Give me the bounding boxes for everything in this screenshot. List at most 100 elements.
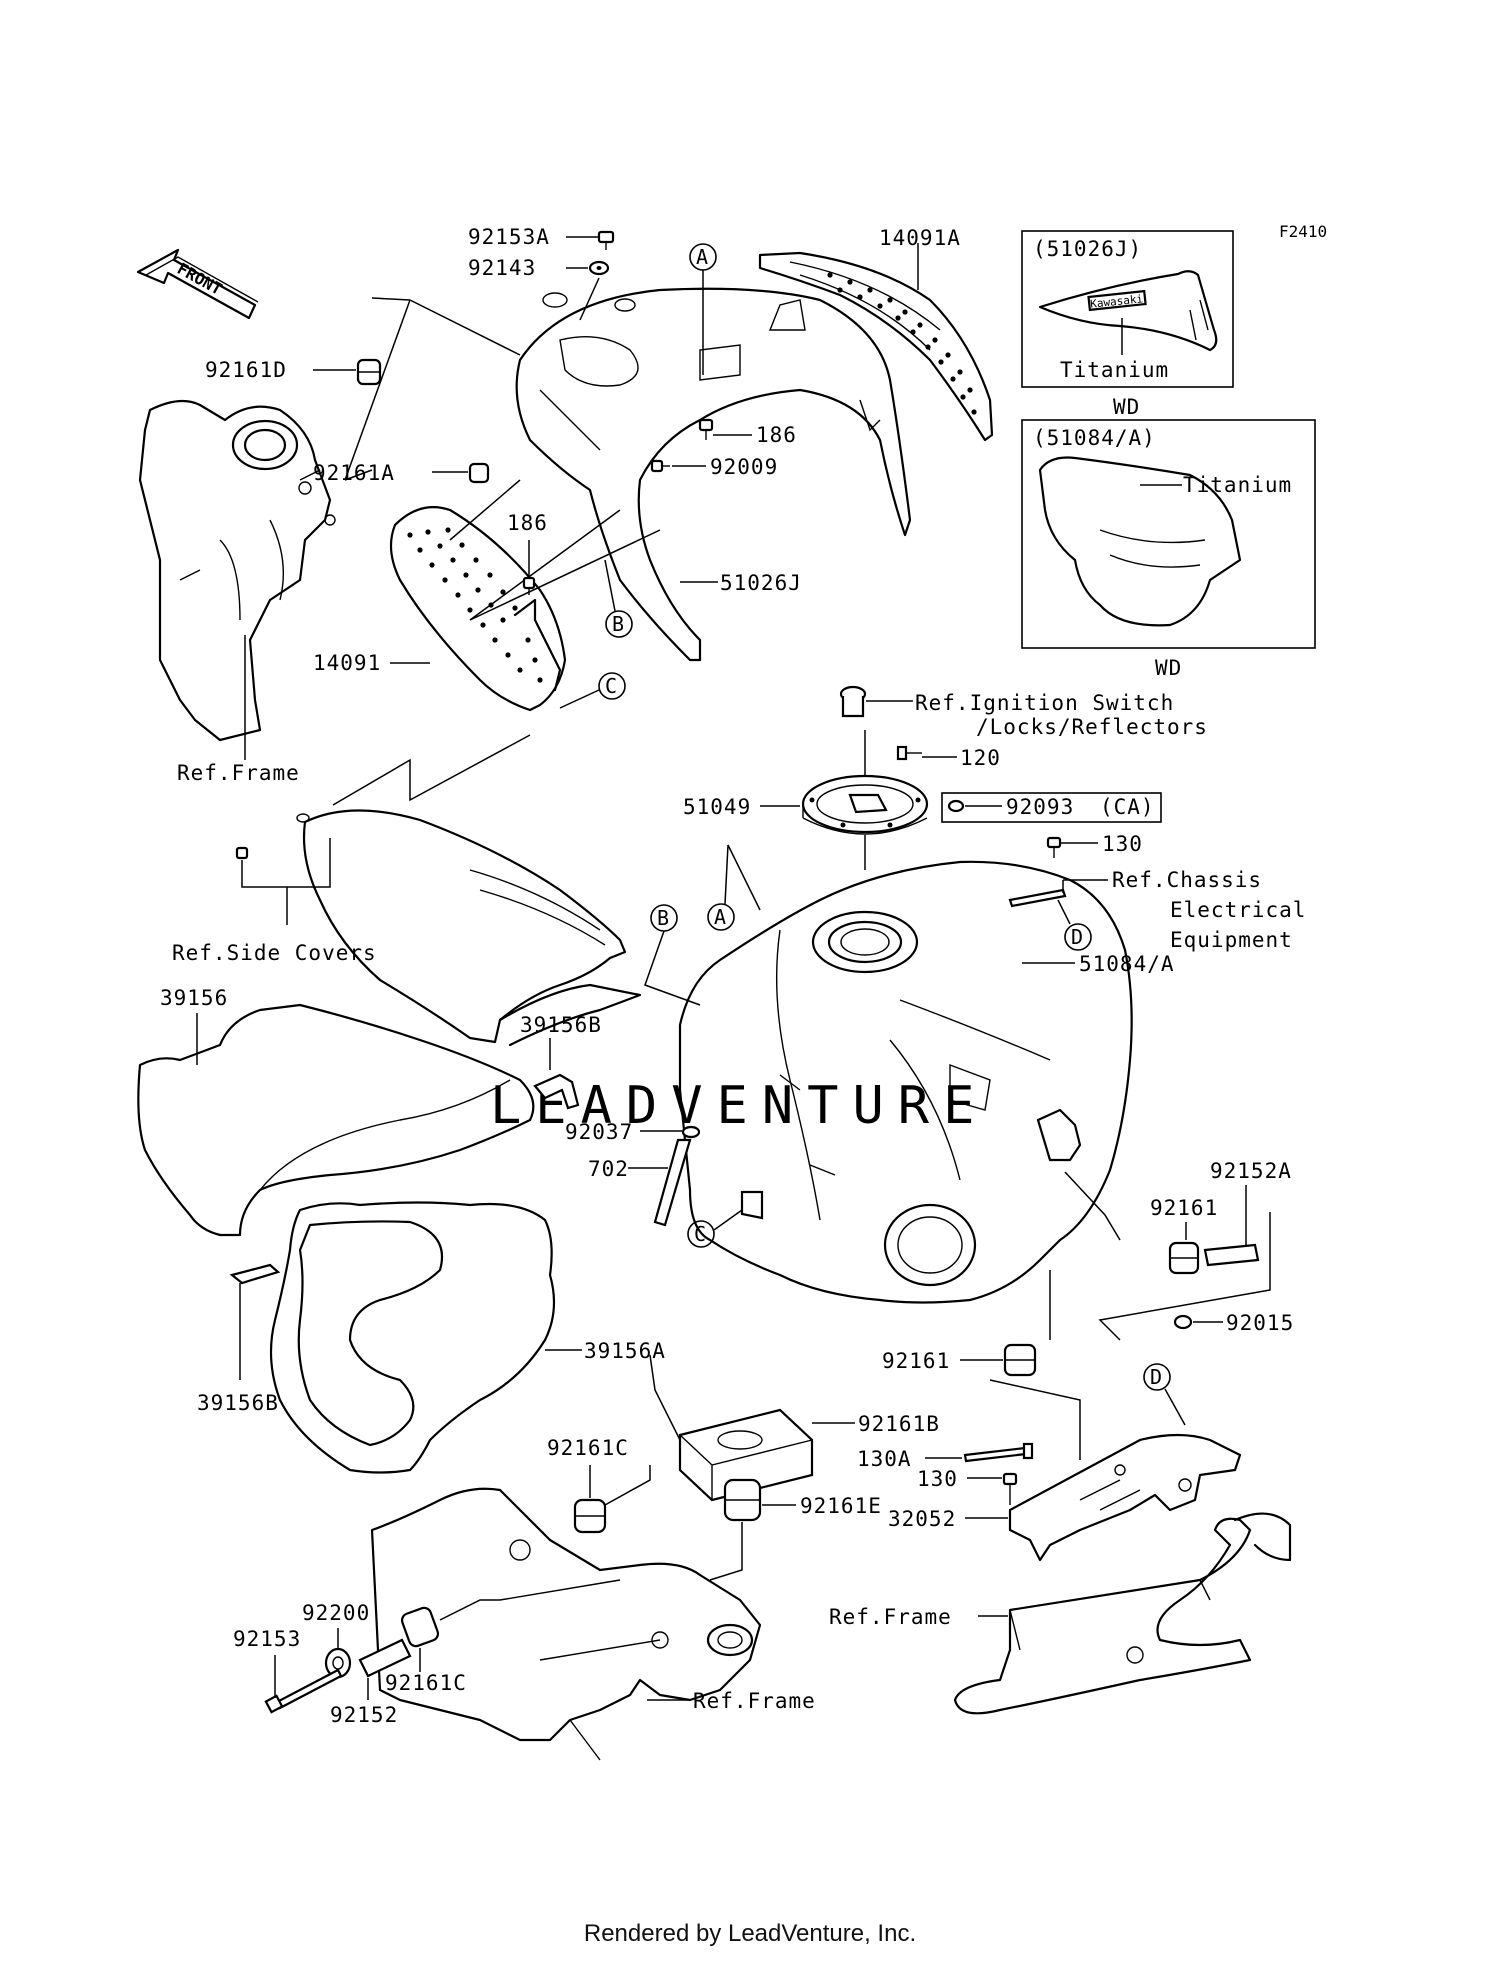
inset-51026J-model: WD bbox=[1113, 395, 1140, 419]
part-186-upper: 186 bbox=[756, 423, 797, 447]
part-92143: 92143 bbox=[468, 256, 536, 280]
hose-702 bbox=[653, 1138, 692, 1227]
grille-14091 bbox=[389, 506, 567, 712]
screw-92009-icon bbox=[650, 459, 670, 473]
part-92153A: 92153A bbox=[468, 225, 550, 249]
part-92152: 92152 bbox=[330, 1703, 398, 1727]
fuel-tank-51084A bbox=[678, 860, 1133, 1304]
screw-186-upper-icon bbox=[698, 418, 714, 440]
callout-b-tank: B bbox=[644, 904, 701, 1006]
screw-186-lower-icon bbox=[522, 576, 536, 595]
callout-c-tank: C bbox=[687, 1190, 764, 1248]
part-92037: 92037 bbox=[565, 1120, 633, 1144]
callout-a-tank-label: A bbox=[714, 905, 726, 929]
part-130-top: 130 bbox=[1102, 832, 1143, 856]
callout-c-top: C bbox=[559, 672, 626, 709]
front-arrow-icon: FRONT bbox=[136, 248, 259, 320]
heat-shield-39156 bbox=[137, 1003, 535, 1237]
part-51084A: 51084/A bbox=[1079, 952, 1175, 976]
part-130A: 130A bbox=[857, 1447, 912, 1471]
grommet-92161-right-icon bbox=[1168, 1241, 1200, 1275]
part-130-lower: 130 bbox=[917, 1467, 958, 1491]
callout-a-tank: A bbox=[707, 844, 761, 931]
part-92152A: 92152A bbox=[1210, 1159, 1292, 1183]
part-39156A: 39156A bbox=[584, 1339, 666, 1363]
grommet-92161C-bottom-icon bbox=[400, 1606, 440, 1648]
inset-51084A-model: WD bbox=[1155, 656, 1182, 680]
ref-ignition-line1: Ref.Ignition Switch bbox=[915, 691, 1174, 715]
part-92161C-top: 92161C bbox=[547, 1436, 629, 1460]
callout-b-top: B bbox=[604, 559, 633, 638]
bracket-32052 bbox=[1008, 1433, 1242, 1562]
grille-14091A bbox=[758, 251, 994, 442]
part-92200: 92200 bbox=[302, 1601, 370, 1625]
fuel-cap-51049 bbox=[801, 774, 929, 835]
collar-92152A bbox=[1203, 1243, 1260, 1267]
part-92161D: 92161D bbox=[205, 358, 287, 382]
part-39156B-top: 39156B bbox=[520, 1013, 602, 1037]
collar-92152-icon bbox=[358, 1638, 412, 1678]
part-51026J: 51026J bbox=[720, 571, 802, 595]
callout-b-tank-label: B bbox=[657, 906, 669, 930]
bolt-130-top-icon bbox=[1046, 836, 1062, 858]
diagram-code: F2410 bbox=[1279, 222, 1327, 241]
part-92153: 92153 bbox=[233, 1627, 301, 1651]
washer-92143-icon bbox=[588, 260, 610, 276]
callout-a-top: A bbox=[689, 243, 717, 375]
nut-92015-icon bbox=[1173, 1314, 1193, 1330]
clip-92037-icon bbox=[681, 1125, 701, 1139]
bolt-130A-icon bbox=[963, 1442, 1034, 1463]
part-92161-right: 92161 bbox=[1150, 1196, 1218, 1220]
part-92161A: 92161A bbox=[313, 461, 395, 485]
callout-d-top-label: D bbox=[1071, 925, 1083, 949]
ref-frame-right: Ref.Frame bbox=[829, 1605, 952, 1629]
part-120: 120 bbox=[960, 746, 1001, 770]
ref-side-covers: Ref.Side Covers bbox=[172, 941, 377, 965]
front-label: FRONT bbox=[174, 259, 225, 299]
part-14091: 14091 bbox=[313, 651, 381, 675]
part-92093: 92093 bbox=[1006, 795, 1074, 819]
callout-c-tank-label: C bbox=[694, 1222, 706, 1246]
footer-credit: Rendered by LeadVenture, Inc. bbox=[583, 1920, 917, 1947]
inset-51084A-title: (51084/A) bbox=[1033, 426, 1156, 450]
part-39156: 39156 bbox=[160, 986, 228, 1010]
heat-shield-39156A bbox=[269, 1201, 556, 1474]
frame-head-top bbox=[138, 399, 336, 742]
part-92161C-bottom: 92161C bbox=[385, 1671, 467, 1695]
frame-lower-left bbox=[370, 1487, 762, 1761]
bracket-39156B-left bbox=[229, 1263, 281, 1285]
part-51049: 51049 bbox=[683, 795, 751, 819]
bolt-130-lower-icon bbox=[1002, 1472, 1018, 1505]
inset-51026J-label: Titanium bbox=[1060, 358, 1169, 382]
ref-frame-bottom: Ref.Frame bbox=[693, 1689, 816, 1713]
ref-chassis-line3: Equipment bbox=[1170, 928, 1293, 952]
boxed-part-92093: 92093 (CA) bbox=[941, 792, 1162, 823]
part-14091A: 14091A bbox=[879, 226, 961, 250]
upper-cover-51026J bbox=[515, 287, 912, 662]
grommet-92161A-icon bbox=[468, 462, 490, 484]
bolt-120-icon bbox=[896, 745, 922, 761]
bracket-39156B-top bbox=[533, 1073, 580, 1110]
part-39156B-left: 39156B bbox=[197, 1391, 279, 1415]
callout-d-bottom: D bbox=[1143, 1363, 1186, 1426]
part-32052: 32052 bbox=[888, 1507, 956, 1531]
ref-ignition-line2: /Locks/Reflectors bbox=[976, 715, 1208, 739]
part-92161E: 92161E bbox=[800, 1494, 882, 1518]
part-186-lower: 186 bbox=[507, 511, 548, 535]
inset-51026J-logo: Kawasaki bbox=[1090, 292, 1144, 310]
grommet-92161D-icon bbox=[356, 358, 382, 386]
grommet-92161C-top-icon bbox=[573, 1498, 607, 1534]
part-92161-mid: 92161 bbox=[882, 1349, 950, 1373]
callout-d-top: D bbox=[1057, 899, 1092, 951]
callout-d-bottom-label: D bbox=[1150, 1365, 1162, 1389]
side-cover bbox=[302, 809, 642, 1047]
inset-51026J-title: (51026J) bbox=[1033, 237, 1142, 261]
part-92009: 92009 bbox=[710, 455, 778, 479]
callout-b-top-label: B bbox=[612, 612, 624, 636]
grommet-92161-mid-icon bbox=[1003, 1343, 1037, 1377]
pad-92161B bbox=[678, 1408, 814, 1502]
bolt-92153-icon bbox=[264, 1668, 343, 1714]
ref-chassis-line1: Ref.Chassis bbox=[1112, 868, 1262, 892]
inset-51084A-label: Titanium bbox=[1183, 473, 1292, 497]
